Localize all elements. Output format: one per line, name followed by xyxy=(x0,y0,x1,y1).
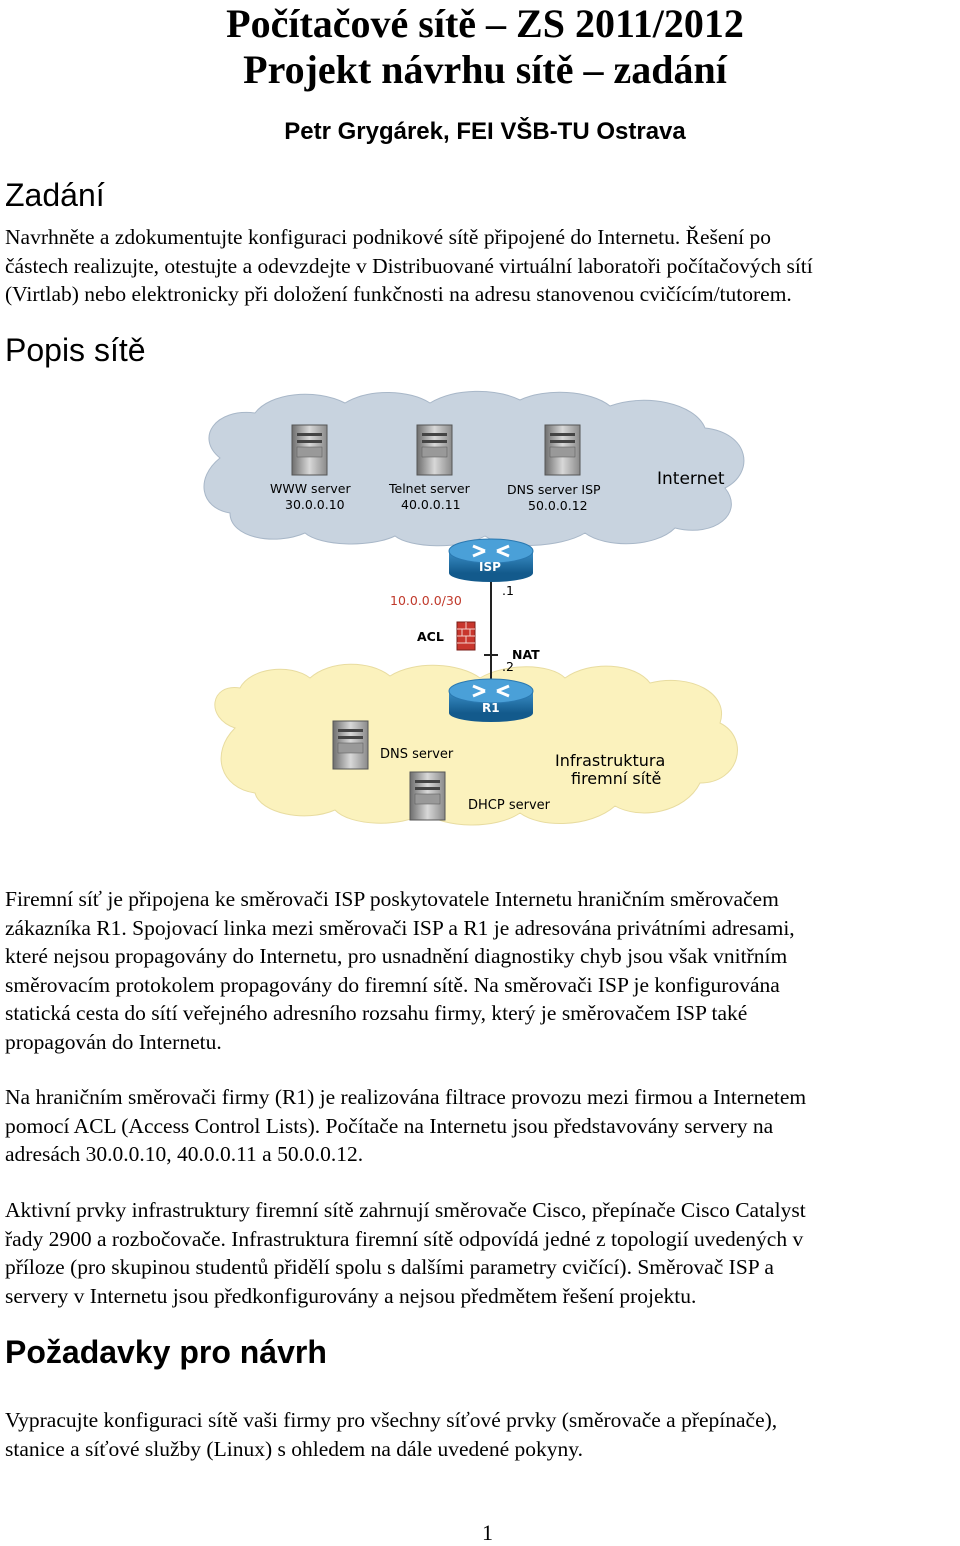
text-line: Navrhněte a zdokumentujte konfiguraci po… xyxy=(5,225,772,249)
server-name: Telnet server xyxy=(388,481,471,496)
server-icon xyxy=(416,424,453,476)
internet-label: Internet xyxy=(657,469,725,489)
network-diagram: Internet WWW server 30.0.0.10 Telnet ser… xyxy=(203,390,745,826)
corporate-dhcp-label: DHCP server xyxy=(468,798,551,813)
server-name: DNS server ISP xyxy=(507,482,601,497)
page-number: 1 xyxy=(482,1520,493,1545)
corporate-dns-label: DNS server xyxy=(380,747,454,762)
text-line: (Virtlab) nebo elektronicky při doložení… xyxy=(5,282,792,306)
server-icon xyxy=(332,720,369,770)
isp-router-icon xyxy=(448,538,534,582)
r1-label: R1 xyxy=(482,701,500,715)
paragraph-popis-3: Aktivní prvky infrastruktury firemní sít… xyxy=(5,1196,960,1310)
text-line: které nejsou propagovány do Internetu, p… xyxy=(5,944,788,968)
r1-router-icon xyxy=(448,678,534,722)
server-icon xyxy=(409,771,446,821)
text-line: Na hraničním směrovači firmy (R1) je rea… xyxy=(5,1085,807,1109)
paragraph-pozadavky: Vypracujte konfiguraci sítě vaši firmy p… xyxy=(5,1406,960,1463)
server-ip: 40.0.0.11 xyxy=(401,497,461,512)
corporate-cloud xyxy=(214,663,738,826)
nat-label: NAT xyxy=(512,647,540,662)
internet-cloud xyxy=(203,390,745,547)
text-line: propagován do Internetu. xyxy=(5,1029,222,1054)
text-line: stanice a síťové služby (Linux) s ohlede… xyxy=(5,1436,583,1461)
paragraph-popis-1: Firemní síť je připojena ke směrovači IS… xyxy=(5,885,960,1056)
acl-label: ACL xyxy=(417,629,444,644)
text-line: příloze (pro skupinou studentů přidělí s… xyxy=(5,1255,774,1279)
text-line: Firemní síť je připojena ke směrovači IS… xyxy=(5,887,779,911)
text-line: pomocí ACL (Access Control Lists). Počít… xyxy=(5,1113,774,1138)
isp-interface-label: .1 xyxy=(502,583,514,598)
document-author: Petr Grygárek, FEI VŠB-TU Ostrava xyxy=(284,118,686,145)
link-network-label: 10.0.0.0/30 xyxy=(390,593,462,608)
text-line: směrovacím protokolem propagovány do fir… xyxy=(5,972,780,997)
text-line: servery v Internetu jsou předkonfigurová… xyxy=(5,1283,697,1308)
text-line: statická cesta do sítí veřejného adresní… xyxy=(5,1001,748,1025)
corporate-label-line1: Infrastruktura xyxy=(555,751,665,770)
text-line: adresách 30.0.0.10, 40.0.0.11 a 50.0.0.1… xyxy=(5,1142,364,1166)
text-line: částech realizujte, otestujte a odevzdej… xyxy=(5,253,813,278)
firewall-icon xyxy=(456,621,476,651)
text-line: Aktivní prvky infrastruktury firemní sít… xyxy=(5,1198,806,1222)
server-icon xyxy=(544,424,581,476)
paragraph-popis-2: Na hraničním směrovači firmy (R1) je rea… xyxy=(5,1083,960,1169)
document-title-line1: Počítačové sítě – ZS 2011/2012 xyxy=(226,1,744,46)
server-icon xyxy=(291,424,328,476)
heading-zadani: Zadání xyxy=(5,177,105,213)
isp-label: ISP xyxy=(479,560,501,574)
text-line: řady 2900 a rozbočovače. Infrastruktura … xyxy=(5,1226,804,1251)
paragraph-zadani: Navrhněte a zdokumentujte konfiguraci po… xyxy=(5,223,960,309)
text-line: Vypracujte konfiguraci sítě vaši firmy p… xyxy=(5,1408,778,1432)
server-ip: 30.0.0.10 xyxy=(285,497,345,512)
r1-interface-label: .2 xyxy=(502,659,514,674)
server-ip: 50.0.0.12 xyxy=(528,498,588,513)
corporate-label-line2: firemní sítě xyxy=(571,769,661,788)
text-line: zákazníka R1. Spojovací linka mezi směro… xyxy=(5,915,795,940)
heading-pozadavky: Požadavky pro návrh xyxy=(5,1334,327,1370)
server-name: WWW server xyxy=(270,481,351,496)
document-title-line2: Projekt návrhu sítě – zadání xyxy=(243,47,727,92)
heading-popis-site: Popis sítě xyxy=(5,332,146,368)
